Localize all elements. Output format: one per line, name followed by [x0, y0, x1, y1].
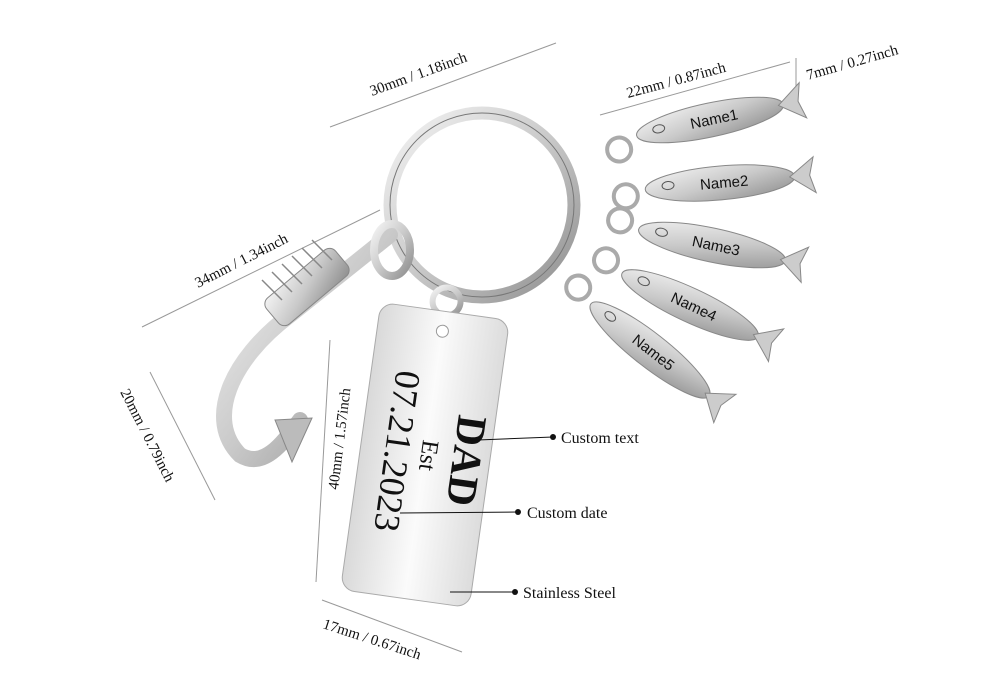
- tag-est: Est: [413, 438, 443, 472]
- callout-custom-text: Custom text: [561, 430, 639, 447]
- dim-fish-height: 7mm / 0.27inch: [805, 42, 901, 84]
- fish-charms: Name1 Name2 Name3 Name4: [564, 81, 818, 425]
- dim-hook-width: 20mm / 0.79inch: [116, 387, 177, 486]
- dim-fish-length: 22mm / 0.87inch: [625, 60, 728, 102]
- fish-name-2: Name2: [699, 173, 749, 194]
- key-ring: [383, 106, 581, 304]
- dimension-lines: [141, 42, 797, 653]
- callout-custom-date: Custom date: [527, 505, 607, 522]
- dog-tag: DAD Est 07.21.2023: [341, 284, 509, 607]
- dim-ring-width: 30mm / 1.18inch: [368, 50, 470, 100]
- fish-hook: [216, 220, 414, 467]
- callout-lines: [399, 436, 554, 593]
- dim-tag-height: 40mm / 1.57inch: [326, 387, 354, 491]
- dim-tag-width: 17mm / 0.67inch: [321, 617, 424, 664]
- callout-material: Stainless Steel: [523, 585, 616, 602]
